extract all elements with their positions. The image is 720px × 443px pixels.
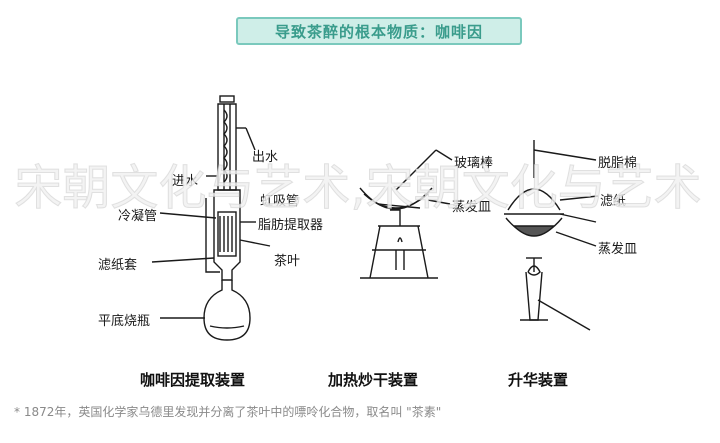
label-condenser-out: 出水 [252, 150, 279, 165]
sublimation-funnel [504, 140, 591, 331]
label-evaporating-dish: 蒸发皿 [452, 200, 492, 215]
label-fat-extractor: 脂肪提取器 [258, 218, 324, 233]
caption-sublimation: 升华装置 [508, 371, 569, 389]
diagram-title: 导致茶醉的根本物质：咖啡因 [236, 17, 522, 45]
round-flask [203, 280, 251, 341]
label-cotton: 脱脂棉 [598, 156, 638, 171]
label-condenser-in: 进水 [172, 174, 199, 189]
label-flask: 平底烧瓶 [98, 314, 151, 329]
watermark-text: 宋朝文化与艺术,宋朝文化与艺术 [14, 160, 702, 217]
label-tea-leaf: 茶叶 [274, 254, 301, 269]
label-evaporating-dish-2: 蒸发皿 [598, 242, 638, 257]
caption-roasting: 加热炒干装置 [328, 371, 419, 389]
label-siphon-tube: 虹吸管 [260, 194, 300, 209]
label-filter-sleeve: 滤纸套 [98, 258, 138, 273]
caption-extraction: 咖啡因提取装置 [140, 371, 246, 389]
label-glass-rod: 玻璃棒 [454, 156, 494, 171]
roast-dish [359, 149, 438, 279]
label-condenser-tube: 冷凝管 [118, 209, 158, 224]
footnote: * 1872年，英国化学家乌德里发现并分离了茶叶中的嘌呤化合物，取名叫 "茶素" [14, 405, 442, 419]
label-filter-paper: 滤纸 [600, 194, 627, 209]
